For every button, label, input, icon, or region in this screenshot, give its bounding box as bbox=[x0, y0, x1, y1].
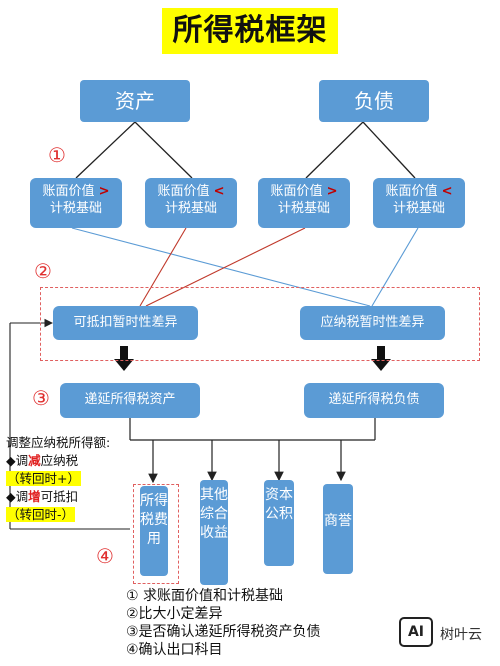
asset-carrying-less-box: 账面价值 < 计税基础 bbox=[145, 178, 237, 228]
step-item: ④确认出口科目 bbox=[126, 642, 223, 658]
adjust-reverse-plus: （转回时+） bbox=[6, 470, 110, 488]
step-list: ① 求账面价值和计税基础 ②比大小定差异 ③是否确认递延所得税资产负债 ④确认出… bbox=[126, 587, 321, 659]
liability-carrying-less-box: 账面价值 < 计税基础 bbox=[373, 178, 465, 228]
adjust-notes: 调整应纳税所得额: ◆调减应纳税 （转回时+） ◆调增可抵扣 （转回时-） bbox=[6, 434, 110, 524]
asset-box: 资产 bbox=[80, 80, 190, 122]
capital-reserve-box: 资本公积 bbox=[264, 480, 294, 566]
adjust-increase-line: ◆调增可抵扣 bbox=[6, 488, 110, 506]
compare-label: 计税基础 bbox=[392, 201, 445, 216]
deductible-difference-box: 可抵扣暂时性差异 bbox=[53, 306, 198, 340]
adjust-prefix: ◆调 bbox=[6, 453, 29, 468]
step-item: ③是否确认递延所得税资产负债 bbox=[126, 624, 321, 640]
adjust-suffix: 应纳税 bbox=[40, 453, 79, 468]
compare-label: 账面价值 bbox=[385, 184, 438, 199]
liability-box: 负债 bbox=[319, 80, 429, 122]
liability-carrying-greater-box: 账面价值 > 计税基础 bbox=[258, 178, 350, 228]
marker-1: ① bbox=[48, 143, 66, 167]
compare-label: 账面价值 bbox=[42, 184, 95, 199]
compare-label: 计税基础 bbox=[49, 201, 102, 216]
differences-group-frame bbox=[40, 287, 480, 361]
step-item: ②比大小定差异 bbox=[126, 606, 223, 622]
other-comprehensive-income-box: 其他综合收益 bbox=[200, 480, 228, 585]
deferred-tax-asset-box: 递延所得税资产 bbox=[60, 383, 200, 418]
adjust-decrease-line: ◆调减应纳税 bbox=[6, 452, 110, 470]
goodwill-box: 商誉 bbox=[323, 484, 353, 574]
step-item: ① 求账面价值和计税基础 bbox=[126, 588, 284, 604]
income-tax-expense-frame bbox=[133, 484, 179, 584]
compare-label: 计税基础 bbox=[277, 201, 330, 216]
deferred-tax-liability-box: 递延所得税负债 bbox=[304, 383, 444, 418]
asset-carrying-greater-box: 账面价值 > 计税基础 bbox=[30, 178, 122, 228]
page-title: 所得税框架 bbox=[162, 8, 338, 54]
marker-3: ③ bbox=[32, 386, 50, 410]
greater-sign: > bbox=[326, 184, 338, 199]
increase-highlight: 增 bbox=[28, 489, 41, 504]
greater-sign: > bbox=[98, 184, 110, 199]
adjust-suffix: 可抵扣 bbox=[40, 489, 79, 504]
less-sign: < bbox=[213, 184, 225, 199]
marker-4: ④ bbox=[96, 544, 114, 568]
logo-text: 树叶云 bbox=[440, 627, 482, 643]
taxable-difference-box: 应纳税暂时性差异 bbox=[300, 306, 445, 340]
adjust-reverse-minus: （转回时-） bbox=[6, 506, 110, 524]
compare-label: 计税基础 bbox=[164, 201, 217, 216]
reverse-plus-text: （转回时+） bbox=[6, 471, 81, 486]
less-sign: < bbox=[441, 184, 453, 199]
compare-label: 账面价值 bbox=[157, 184, 210, 199]
adjust-prefix: ◆调 bbox=[6, 489, 29, 504]
adjust-heading: 调整应纳税所得额: bbox=[6, 435, 111, 450]
decrease-highlight: 减 bbox=[28, 453, 41, 468]
income-tax-expense-box: 所得税费用 bbox=[140, 486, 168, 576]
compare-label: 账面价值 bbox=[270, 184, 323, 199]
logo-mark: AI bbox=[399, 617, 433, 647]
reverse-minus-text: （转回时-） bbox=[6, 507, 76, 522]
marker-2: ② bbox=[34, 259, 52, 283]
